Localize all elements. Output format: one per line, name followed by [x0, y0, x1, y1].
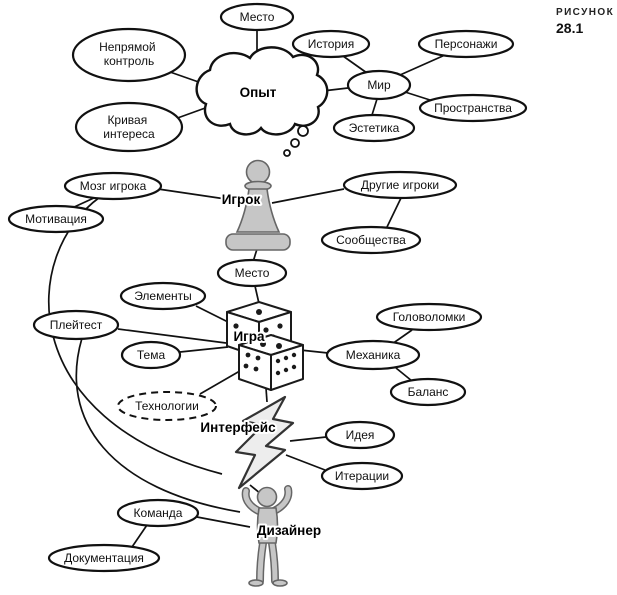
node-label: История — [308, 37, 355, 51]
connector-line — [399, 54, 446, 76]
node-label: Технологии — [135, 399, 199, 413]
connector-line — [199, 367, 246, 395]
node-label: Итерации — [335, 469, 389, 483]
node-label: Место — [235, 266, 270, 280]
node-label: Тема — [137, 348, 166, 362]
node-label: Плейтест — [50, 318, 103, 332]
node-theme: Тема — [120, 340, 182, 370]
connector-line — [342, 55, 368, 74]
node-label: Пространства — [434, 101, 512, 115]
node-label: Сообщества — [336, 233, 406, 247]
connector-line — [157, 188, 247, 203]
node-label: Место — [240, 10, 275, 24]
node-label: Мозг игрока — [80, 179, 147, 193]
node-documentation: Документация — [47, 543, 161, 573]
node-label: Кривая интереса — [103, 113, 155, 141]
label-experience: Опыт — [240, 85, 277, 100]
node-puzzles: Головоломки — [375, 302, 483, 332]
connector-line — [289, 436, 327, 442]
cloud-icon — [195, 46, 329, 136]
connector-line — [299, 349, 329, 354]
label-player: Игрок — [222, 192, 261, 207]
curve-playtest-to-designer — [75, 337, 241, 513]
node-label: Головоломки — [393, 310, 466, 324]
connector-line — [117, 328, 227, 344]
node-idea: Идея — [324, 420, 396, 450]
connector-line — [395, 367, 413, 382]
node-story: История — [291, 29, 371, 59]
node-label: Баланс — [408, 385, 449, 399]
node-team: Команда — [116, 498, 200, 528]
node-player-brain: Мозг игрока — [63, 171, 163, 201]
node-elements: Элементы — [119, 281, 207, 311]
label-interface: Интерфейс — [200, 420, 276, 435]
connector-line — [179, 346, 229, 353]
connector-line — [285, 454, 326, 471]
node-label: Другие игроки — [361, 178, 439, 192]
figure-number: 28.1 — [556, 20, 583, 36]
node-aesthetics: Эстетика — [332, 113, 416, 143]
node-place-mid: Место — [216, 258, 288, 288]
figure-kicker: РИСУНОК — [556, 7, 614, 18]
connector-line — [386, 197, 402, 228]
node-label: Идея — [346, 428, 375, 442]
label-game: Игра — [233, 329, 265, 344]
lightning-icon — [234, 395, 295, 490]
node-iterations: Итерации — [320, 461, 404, 491]
node-interest-curve: Кривая интереса — [74, 101, 184, 153]
label-designer: Дизайнер — [257, 523, 321, 538]
node-label: Мотивация — [25, 212, 87, 226]
die-pips — [243, 341, 297, 376]
thought-bubbles-icon — [283, 125, 309, 157]
node-label: Документация — [64, 551, 144, 565]
figure-label: РИСУНОК 28.1 — [556, 7, 614, 36]
dice-icon — [226, 301, 304, 391]
connector-line — [371, 98, 378, 116]
connector-line — [271, 188, 345, 204]
designer-figure-icon — [241, 485, 293, 587]
node-label: Команда — [134, 506, 183, 520]
node-other-players: Другие игроки — [342, 170, 458, 200]
die-front — [238, 334, 304, 391]
pawn-icon — [225, 159, 291, 251]
node-label: Персонажи — [435, 37, 498, 51]
node-spaces: Пространства — [418, 93, 528, 123]
node-playtest: Плейтест — [32, 309, 120, 341]
node-technology: Технологии — [117, 391, 217, 421]
node-characters: Персонажи — [417, 29, 515, 59]
node-label: Непрямой контроль — [99, 40, 159, 68]
connector-line — [131, 524, 148, 548]
connector-line — [265, 387, 268, 403]
node-place-top: Место — [219, 2, 295, 32]
node-world: Мир — [346, 69, 412, 101]
node-communities: Сообщества — [320, 225, 422, 255]
node-balance: Баланс — [389, 377, 467, 407]
node-label: Эстетика — [349, 121, 400, 135]
node-mechanics: Механика — [325, 339, 421, 371]
node-label: Элементы — [134, 289, 192, 303]
node-label: Механика — [346, 348, 401, 362]
node-label: Мир — [367, 78, 391, 92]
connector-line — [196, 516, 251, 528]
connector-line — [404, 91, 431, 101]
node-motivation: Мотивация — [7, 204, 105, 234]
node-indirect-control: Непрямой контроль — [71, 27, 187, 83]
